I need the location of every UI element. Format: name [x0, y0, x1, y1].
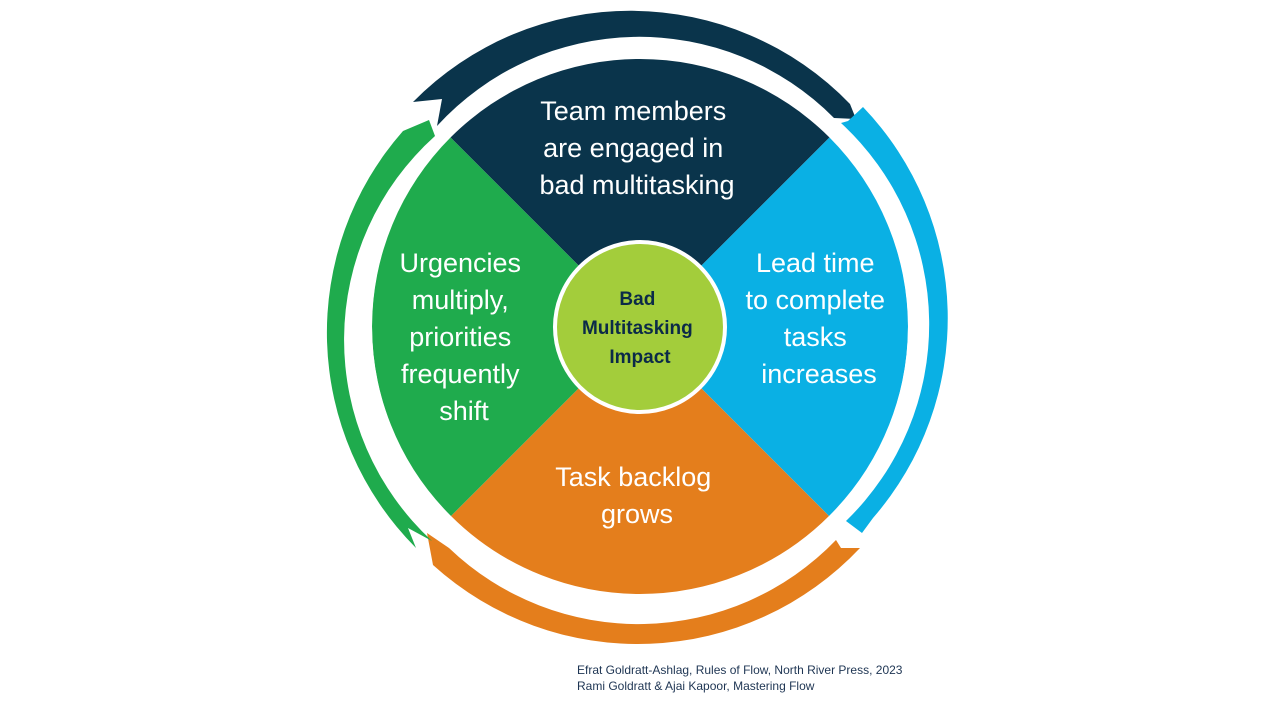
segment-top-line-2: are engaged in: [543, 133, 723, 163]
segment-top-wedge: [450, 59, 830, 328]
center-line-1: Bad: [619, 289, 655, 310]
center-line-2: Multitasking: [582, 318, 693, 339]
segment-left-line-2: multiply,: [412, 285, 509, 315]
arrow-left: [326, 120, 435, 548]
citation-line-1: Efrat Goldratt-Ashlag, Rules of Flow, No…: [577, 663, 903, 677]
segment-left-line-1: Urgencies: [399, 248, 521, 278]
segment-top-label: Team members are engaged in bad multitas…: [539, 96, 734, 200]
segment-top-line-3: bad multitasking: [539, 170, 734, 200]
quadrant-wedges: [372, 59, 908, 595]
segment-top-line-1: Team members: [540, 96, 726, 126]
segment-left-line-4: frequently: [401, 359, 520, 389]
segment-right-label: Lead time to complete tasks increases: [745, 248, 892, 389]
center-label: Bad Multitasking Impact: [582, 289, 698, 368]
segment-right-line-3: tasks: [784, 322, 847, 352]
segment-right-line-1: Lead time: [756, 248, 875, 278]
cycle-arrows: [326, 10, 948, 645]
center-line-3: Impact: [609, 347, 671, 368]
segment-bottom-label: Task backlog grows: [555, 462, 719, 529]
segment-left-wedge: [372, 137, 640, 517]
segment-right-wedge: [640, 137, 908, 517]
arrow-top: [413, 10, 856, 126]
segment-left-line-3: priorities: [409, 322, 511, 352]
segment-left-label: Urgencies multiply, priorities frequentl…: [399, 248, 528, 426]
segment-right-line-4: increases: [761, 359, 877, 389]
segment-bottom-line-1: Task backlog: [555, 462, 711, 492]
segment-bottom-wedge: [450, 327, 830, 595]
center-circle: [553, 240, 727, 414]
segment-left-line-5: shift: [439, 396, 489, 426]
segment-bottom-line-2: grows: [601, 499, 673, 529]
quadrant-labels: Team members are engaged in bad multitas…: [399, 96, 892, 529]
arrow-right: [841, 107, 948, 533]
arrow-bottom: [427, 533, 860, 645]
segment-right-line-2: to complete: [745, 285, 885, 315]
inner-ring: [368, 54, 912, 598]
citation-line-2: Rami Goldratt & Ajai Kapoor, Mastering F…: [577, 679, 815, 693]
